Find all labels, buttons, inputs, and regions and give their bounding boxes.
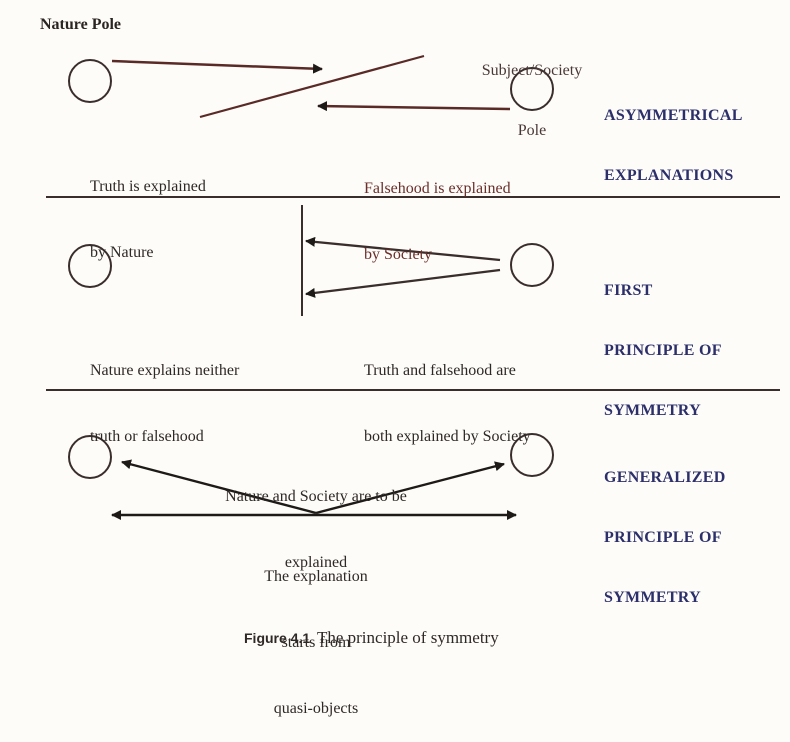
subject-pole-label-line2: Pole [517,122,547,139]
section-title-line: FIRST [604,282,653,299]
society-pole-circle-1 [510,67,554,111]
both-explained-by-society-caption: Truth and falsehood are both explained b… [364,316,531,470]
falsehood-society-arrow [305,268,501,298]
caption-line: Truth is explained [90,178,206,195]
society-pole-circle-3 [510,433,554,477]
quasi-to-nature-arrow [121,459,317,515]
figure-number: Figure 4.1 [244,630,311,646]
truth-arrow [111,59,323,74]
caption-line: Nature and Society are to be [225,488,407,505]
caption-line: starts from [281,634,351,651]
nature-pole-circle-1 [68,59,112,103]
caption-line: Truth and falsehood are [364,362,516,379]
section-title-line: PRINCIPLE OF [604,529,722,546]
figure-caption: Figure 4.1 The principle of symmetry [244,627,499,649]
section-title-line: ASYMMETRICAL [604,107,743,124]
subject-pole-label-line1: Subject/Society [481,62,583,79]
caption-line: by Nature [90,244,154,261]
caption-line: Nature explains neither [90,362,240,379]
section-title-generalized: GENERALIZED PRINCIPLE OF SYMMETRY [604,428,726,628]
nature-explains-neither-caption: Nature explains neither truth or falseho… [90,316,239,470]
caption-line: truth or falsehood [90,428,204,445]
falsehood-society-caption: Falsehood is explained by Society [364,134,511,288]
figure-title: The principle of symmetry [316,628,499,647]
section-title-line: GENERALIZED [604,469,726,486]
divider-slash [199,54,425,119]
caption-line: Falsehood is explained [364,180,511,197]
caption-line: The explanation [264,568,368,585]
caption-line: by Society [364,246,432,263]
truth-nature-caption: Truth is explained by Nature [90,132,206,286]
nature-pole-circle-2 [68,244,112,288]
nature-pole-label: Nature Pole [40,16,122,33]
quasi-to-society-arrow [315,461,505,515]
falsehood-arrow [317,101,511,112]
society-pole-circle-2 [510,243,554,287]
section-title-first-principle: FIRST PRINCIPLE OF SYMMETRY [604,241,722,441]
caption-line: explained [284,554,348,571]
caption-line: both explained by Society [364,428,531,445]
truth-society-arrow [305,236,501,262]
nature-pole-circle-3 [68,435,112,479]
symmetry-diagram [46,54,780,520]
caption-line: quasi-objects [273,700,359,717]
section-title-asymmetrical: ASYMMETRICAL EXPLANATIONS [604,66,743,206]
section-title-line: SYMMETRY [604,589,701,606]
section-title-line: SYMMETRY [604,402,701,419]
section-title-line: EXPLANATIONS [604,167,734,184]
nature-society-explained-caption: Nature and Society are to be explained [200,442,432,596]
section-title-line: PRINCIPLE OF [604,342,722,359]
subject-pole-label: Subject/Society Pole [462,21,602,161]
